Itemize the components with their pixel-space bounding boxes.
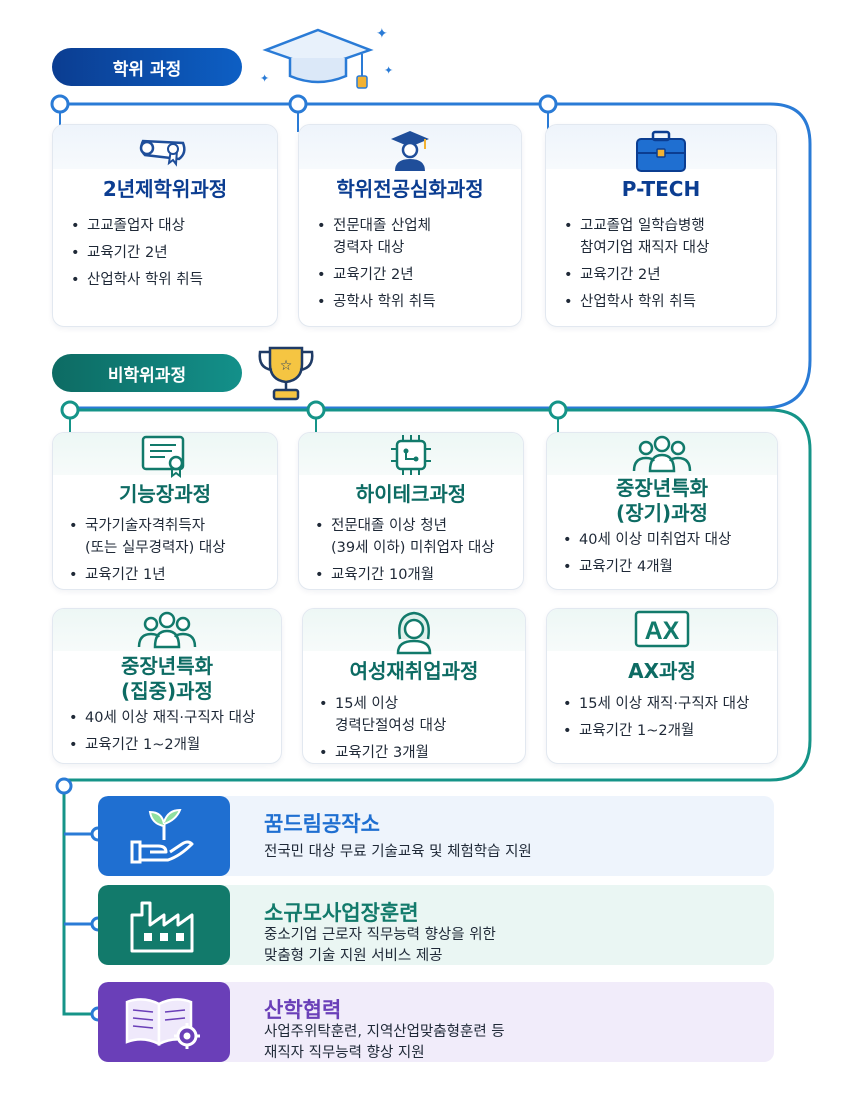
program-description: 중소기업 근로자 직무능력 향상을 위한 맞춤형 기술 지원 서비스 제공 — [264, 927, 496, 964]
card-list-item: 교육기간 2년 — [564, 264, 768, 286]
card-list-item: 교육기간 1~2개월 — [69, 734, 273, 756]
card-title: P-TECH — [621, 177, 701, 201]
card-item-list: 40세 이상 미취업자 대상교육기간 4개월 — [563, 529, 769, 583]
nondegree-card: 중장년특화 (집중)과정40세 이상 재직·구직자 대상교육기간 1~2개월 — [52, 608, 282, 764]
nondegree-card: AX AX과정 15세 이상 재직·구직자 대상교육기간 1~2개월 — [546, 608, 778, 764]
graduation-cap-icon: ✦ ✦ ✦ — [260, 26, 393, 89]
card-item-list: 고교졸업 일학습병행 참여기업 재직자 대상교육기간 2년산업학사 학위 취득 — [564, 215, 768, 318]
program-description: 전국민 대상 무료 기술교육 및 체험학습 지원 — [264, 844, 532, 860]
program-description: 사업주위탁훈련, 지역산업맞춤형훈련 등 재직자 직무능력 향상 지원 — [264, 1024, 505, 1061]
diploma-scroll-icon — [135, 129, 195, 173]
card-item-list: 15세 이상 재직·구직자 대상교육기간 1~2개월 — [563, 693, 769, 747]
card-list-item: 교육기간 1~2개월 — [563, 720, 769, 742]
program-title: 꿈드림공작소 — [264, 812, 380, 836]
section-label-degree: 학위 과정 — [52, 48, 242, 86]
card-list-item: 15세 이상 재직·구직자 대상 — [563, 693, 769, 715]
card-list-item: 고교졸업자 대상 — [71, 215, 269, 237]
card-list-item: 교육기간 2년 — [71, 242, 269, 264]
group-icon — [630, 433, 694, 477]
card-title: 중장년특화 (장기)과정 — [616, 476, 708, 525]
degree-card: 학위전공심화과정전문대졸 산업체 경력자 대상교육기간 2년공학사 학위 취득 — [298, 124, 522, 327]
nondegree-card: 하이테크과정전문대졸 이상 청년 (39세 이하) 미취업자 대상교육기간 10… — [298, 432, 524, 590]
sprout-hand-icon — [98, 796, 230, 876]
certificate-icon — [139, 433, 191, 483]
card-list-item: 국가기술자격취득자 (또는 실무경력자) 대상 — [69, 515, 269, 559]
card-title: 2년제학위과정 — [102, 177, 228, 201]
card-list-item: 산업학사 학위 취득 — [564, 291, 768, 313]
card-list-item: 교육기간 4개월 — [563, 556, 769, 578]
section-label-nondegree: 비학위과정 — [52, 354, 242, 392]
ax-icon: AX — [633, 609, 691, 653]
card-item-list: 고교졸업자 대상교육기간 2년산업학사 학위 취득 — [71, 215, 269, 296]
degree-card: P-TECH 고교졸업 일학습병행 참여기업 재직자 대상교육기간 2년산업학사 … — [545, 124, 777, 327]
trophy-icon: ☆ — [258, 346, 314, 401]
group-icon — [135, 609, 199, 653]
card-list-item: 산업학사 학위 취득 — [71, 269, 269, 291]
card-title: AX과정 — [628, 659, 696, 683]
svg-text:✦: ✦ — [260, 72, 269, 85]
nondegree-card: 중장년특화 (장기)과정40세 이상 미취업자 대상교육기간 4개월 — [546, 432, 778, 590]
card-item-list: 전문대졸 산업체 경력자 대상교육기간 2년공학사 학위 취득 — [317, 215, 513, 318]
graduate-icon — [385, 129, 435, 177]
nondegree-card: 기능장과정국가기술자격취득자 (또는 실무경력자) 대상교육기간 1년 — [52, 432, 278, 590]
card-item-list: 40세 이상 재직·구직자 대상교육기간 1~2개월 — [69, 707, 273, 761]
card-list-item: 교육기간 1년 — [69, 564, 269, 586]
program-title: 산학협력 — [264, 998, 342, 1022]
card-item-list: 전문대졸 이상 청년 (39세 이하) 미취업자 대상교육기간 10개월 — [315, 515, 515, 589]
card-title: 중장년특화 (집중)과정 — [121, 654, 213, 703]
svg-text:AX: AX — [645, 617, 680, 645]
book-gear-icon — [98, 982, 230, 1062]
card-list-item: 교육기간 3개월 — [319, 742, 517, 763]
card-item-list: 국가기술자격취득자 (또는 실무경력자) 대상교육기간 1년 — [69, 515, 269, 589]
card-item-list: 15세 이상 경력단절여성 대상교육기간 3개월 — [319, 693, 517, 763]
svg-text:✦: ✦ — [384, 64, 393, 77]
briefcase-icon — [633, 129, 689, 177]
card-list-item: 전문대졸 이상 청년 (39세 이하) 미취업자 대상 — [315, 515, 515, 559]
woman-icon — [390, 609, 438, 659]
card-title: 여성재취업과정 — [349, 659, 479, 683]
card-title: 기능장과정 — [119, 482, 211, 506]
chip-icon — [385, 433, 437, 481]
card-title: 하이테크과정 — [355, 482, 467, 506]
card-list-item: 교육기간 10개월 — [315, 564, 515, 586]
factory-icon — [98, 885, 230, 965]
card-list-item: 고교졸업 일학습병행 참여기업 재직자 대상 — [564, 215, 768, 259]
card-list-item: 공학사 학위 취득 — [317, 291, 513, 313]
nondegree-card: 여성재취업과정 15세 이상 경력단절여성 대상교육기간 3개월 — [302, 608, 526, 764]
card-title: 학위전공심화과정 — [336, 177, 484, 201]
card-list-item: 15세 이상 경력단절여성 대상 — [319, 693, 517, 737]
card-list-item: 전문대졸 산업체 경력자 대상 — [317, 215, 513, 259]
svg-text:✦: ✦ — [376, 26, 388, 42]
card-list-item: 40세 이상 미취업자 대상 — [563, 529, 769, 551]
svg-text:☆: ☆ — [280, 358, 293, 374]
card-list-item: 교육기간 2년 — [317, 264, 513, 286]
degree-card: 2년제학위과정고교졸업자 대상교육기간 2년산업학사 학위 취득 — [52, 124, 278, 327]
section-label-nondegree-text: 비학위과정 — [107, 365, 187, 386]
card-list-item: 40세 이상 재직·구직자 대상 — [69, 707, 273, 729]
program-title: 소규모사업장훈련 — [264, 901, 419, 925]
section-label-degree-text: 학위 과정 — [112, 59, 182, 80]
